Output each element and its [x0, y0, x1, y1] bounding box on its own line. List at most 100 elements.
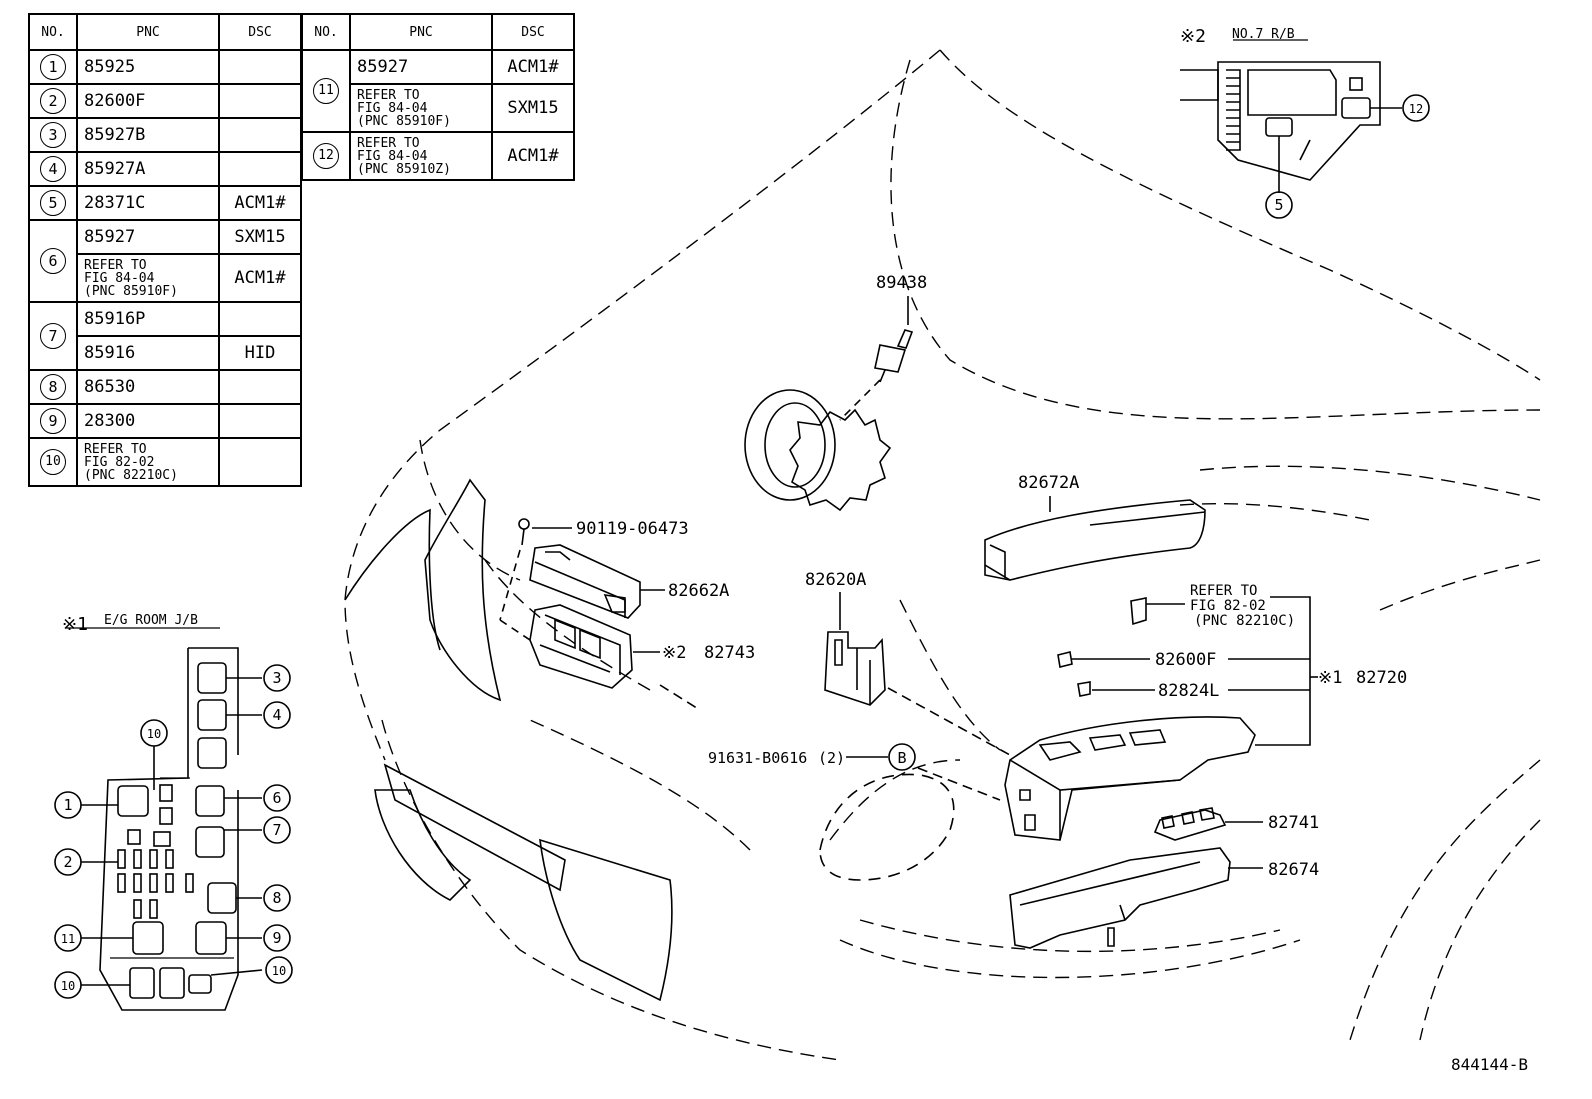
- pnc-cell: 85927B: [76, 117, 220, 153]
- callout-text: 6: [272, 789, 281, 807]
- row-number: 12: [301, 131, 351, 181]
- label-82600F: 82600F: [1155, 650, 1216, 670]
- dsc-cell: HID: [218, 335, 302, 371]
- pnc-cell: 85927A: [76, 151, 220, 187]
- label-82662A: 82662A: [668, 581, 729, 601]
- table-header-row: NO. PNC DSC: [301, 13, 575, 51]
- dsc-cell: [218, 403, 302, 439]
- relay-82620A: [824, 631, 886, 706]
- label-refer-line1: REFER TO: [1190, 583, 1257, 599]
- pnc-cell: 28371C: [76, 185, 220, 221]
- row-number: 3: [28, 117, 78, 153]
- label-91631-B0616: 91631-B0616: [708, 749, 807, 767]
- inset-no7-rb: [1180, 39, 1402, 193]
- dsc-cell: [218, 83, 302, 119]
- dsc-cell: [218, 49, 302, 85]
- pnc-cell: 85927: [76, 219, 220, 255]
- label-refer-line3: (PNC 82210C): [1194, 613, 1295, 629]
- pnc-cell: REFER TO FIG 84-04 (PNC 85910Z): [349, 131, 493, 181]
- callout-text: 10: [147, 727, 161, 741]
- label-91631-qty: (2): [818, 749, 845, 767]
- row-number: 11: [301, 49, 351, 133]
- vehicle-body-outline: [344, 49, 1541, 1061]
- dsc-cell: ACM1#: [491, 131, 575, 181]
- callout-10: 10: [140, 719, 168, 747]
- pnc-cell: 85927: [349, 49, 493, 85]
- sensor-89438: [839, 329, 914, 421]
- callout-1: 1: [54, 791, 82, 819]
- dsc-cell: [218, 151, 302, 187]
- label-90119-06473: 90119-06473: [576, 519, 689, 539]
- callout-text: 8: [272, 889, 281, 907]
- callout-text: 5: [1274, 196, 1283, 214]
- relay-block-82743: [499, 604, 633, 689]
- row-number: 1: [28, 49, 78, 85]
- pnc-cell: REFER TO FIG 82-02 (PNC 82210C): [76, 437, 220, 487]
- dsc-cell: SXM15: [491, 83, 575, 133]
- fuse-refer: [1130, 597, 1147, 626]
- callout-text: 9: [272, 929, 281, 947]
- label-82620A: 82620A: [805, 570, 866, 590]
- dsc-cell: ACM1#: [491, 49, 575, 85]
- label-82672A: 82672A: [1018, 473, 1079, 493]
- row-number: 8: [28, 369, 78, 405]
- callout-circle-7: 7: [40, 323, 66, 349]
- row-number: 6: [28, 219, 78, 303]
- dsc-cell: [218, 437, 302, 487]
- header-no: NO.: [301, 13, 351, 51]
- callout-circle-5: 5: [40, 190, 66, 216]
- label-refer-line2: FIG 82-02: [1190, 598, 1266, 614]
- callout-text: 2: [63, 853, 72, 871]
- pnc-cell: REFER TO FIG 84-04 (PNC 85910F): [76, 253, 220, 303]
- callout-3: 3: [263, 664, 291, 692]
- label-82741: 82741: [1268, 813, 1319, 833]
- table-header-row: NO. PNC DSC: [28, 13, 302, 51]
- pnc-cell: 85916P: [76, 301, 220, 337]
- washer-tank-outline: [819, 773, 955, 881]
- callout-text: 12: [1409, 102, 1423, 116]
- header-pnc: PNC: [76, 13, 220, 51]
- callout-b-text: B: [897, 749, 906, 767]
- callout-circle-3: 3: [40, 122, 66, 148]
- table-row: 7 85916P: [28, 301, 302, 371]
- label-82743-mark: ※2: [662, 643, 686, 663]
- callout-text: 11: [61, 932, 75, 946]
- header-dsc: DSC: [491, 13, 575, 51]
- header-dsc: DSC: [218, 13, 302, 51]
- diagram-labels: 89438 82672A 90119-06473 82662A 82620A ※…: [62, 26, 1528, 1074]
- row-number: 4: [28, 151, 78, 187]
- label-82824L: 82824L: [1158, 681, 1219, 701]
- callout-10: 10: [54, 971, 82, 999]
- callout-circle-10: 10: [40, 449, 66, 475]
- label-89438: 89438: [876, 273, 927, 293]
- row-number: 2: [28, 83, 78, 119]
- table-row: 12 REFER TO FIG 84-04 (PNC 85910Z)ACM1#: [301, 131, 575, 181]
- inset-eg-mark: ※1: [62, 614, 88, 635]
- headlamp-outline: [344, 478, 673, 1002]
- table-row: 10 REFER TO FIG 82-02 (PNC 82210C): [28, 437, 302, 487]
- callout-circle-11: 11: [313, 78, 339, 104]
- relay-block-82741: [1153, 807, 1227, 841]
- callout-2: 2: [54, 848, 82, 876]
- callout-10: 10: [265, 956, 293, 984]
- label-82720: 82720: [1356, 668, 1407, 688]
- dsc-cell: ACM1#: [218, 185, 302, 221]
- fuse-82824L: [1077, 681, 1091, 697]
- cap-assembly: [744, 389, 892, 512]
- dsc-cell: [218, 301, 302, 337]
- callout-text: 10: [61, 979, 75, 993]
- callout-circle-1: 1: [40, 54, 66, 80]
- callout-8: 8: [263, 884, 291, 912]
- callout-circle-12: 12: [313, 143, 339, 169]
- dsc-cell: [218, 369, 302, 405]
- assembly-guide-lines: [659, 684, 1011, 801]
- callout-12: 12: [1402, 94, 1430, 122]
